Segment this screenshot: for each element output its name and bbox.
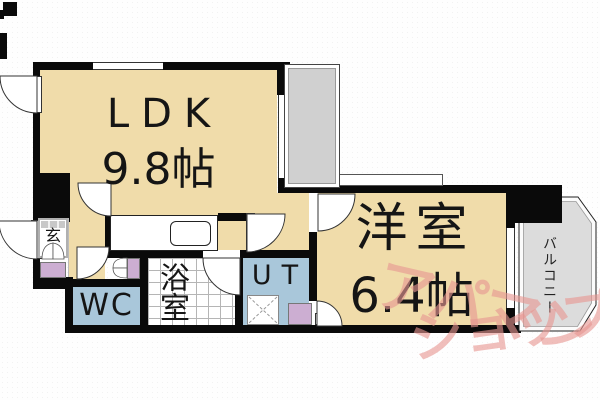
wall <box>105 250 203 258</box>
edge-mark <box>3 2 17 16</box>
folding-door-area <box>112 258 127 279</box>
hallway-floor <box>68 215 105 279</box>
window <box>333 174 443 186</box>
edge-mark <box>0 33 7 59</box>
wall <box>140 250 148 333</box>
western-room-label: 洋室 <box>355 199 476 259</box>
entrance-cabinet-top <box>41 221 65 228</box>
wall <box>65 325 521 333</box>
wall <box>65 279 148 287</box>
window-to-balcony <box>506 228 515 308</box>
door-opening <box>309 193 318 232</box>
door-leaf <box>246 213 255 252</box>
door-opening <box>309 301 318 325</box>
kitchen-sink-icon <box>170 221 211 246</box>
ut-label: UT <box>251 259 309 291</box>
wall <box>240 250 317 258</box>
hall-divider <box>68 218 69 277</box>
wall <box>33 258 40 289</box>
wall <box>218 213 247 221</box>
window <box>93 62 163 70</box>
wall <box>65 277 73 333</box>
bath-label: 浴室 <box>154 262 189 322</box>
balcony-label: バルコニー <box>541 236 557 316</box>
storage-box <box>127 258 140 279</box>
wall-pillar <box>36 173 70 222</box>
wall <box>33 62 93 70</box>
ldk-area-label: 9.8帖 <box>101 144 216 195</box>
wall <box>300 185 562 193</box>
ldk-label: LDK <box>106 91 223 137</box>
wall <box>163 62 290 70</box>
wall <box>235 250 243 333</box>
ut-storage-box <box>288 303 312 325</box>
western-room-area-label: 6.4帖 <box>349 268 474 324</box>
wall <box>309 232 317 301</box>
wc-label: WC <box>79 288 134 323</box>
wall <box>277 66 287 95</box>
wall <box>33 62 40 77</box>
door-opening <box>203 250 240 258</box>
service-alcove <box>288 68 336 184</box>
entrance-label: 玄 <box>44 226 61 245</box>
wall <box>33 277 73 289</box>
edge-mark <box>0 10 4 19</box>
entrance-storage-box <box>40 262 66 278</box>
wall <box>33 112 40 222</box>
washer-pan-icon <box>247 295 279 325</box>
wall <box>105 215 113 258</box>
wc-floor <box>73 287 140 325</box>
